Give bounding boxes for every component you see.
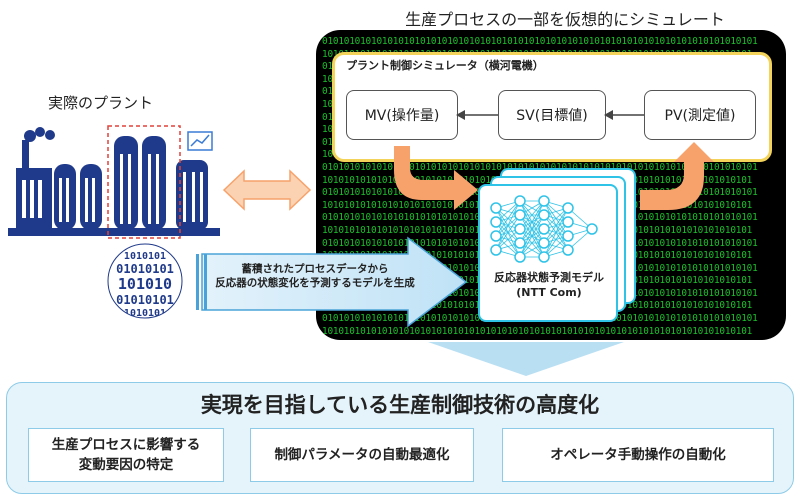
down-chevron-icon bbox=[428, 342, 624, 376]
nn-node bbox=[562, 244, 574, 256]
nn-node bbox=[562, 202, 574, 214]
process-text-line2: 反応器の状態変化を予測するモデルを生成 bbox=[215, 277, 415, 289]
goal-item-line2: 変動要因の特定 bbox=[78, 457, 174, 473]
nn-node bbox=[490, 216, 502, 228]
chimney bbox=[22, 140, 29, 168]
bidirectional-arrow bbox=[222, 169, 312, 211]
globe-binary-row: 01010101 bbox=[116, 293, 174, 307]
nn-node bbox=[562, 216, 574, 228]
nn-node bbox=[538, 237, 550, 249]
nn-node bbox=[538, 195, 550, 207]
nn-node bbox=[514, 223, 526, 235]
nn-node bbox=[514, 209, 526, 221]
nn-node bbox=[490, 230, 502, 242]
simulation-heading: 生産プロセスの一部を仮想的にシミュレート bbox=[405, 10, 725, 29]
nn-node bbox=[538, 251, 550, 263]
neural-network-icon bbox=[490, 195, 598, 263]
nn-node bbox=[490, 202, 502, 214]
plant-label: 実際のプラント bbox=[48, 94, 154, 112]
nn-node bbox=[514, 251, 526, 263]
nn-node bbox=[490, 244, 502, 256]
nn-node bbox=[538, 223, 550, 235]
goal-item-operation-automation: オペレータ手動操作の自動化 bbox=[502, 428, 774, 482]
highlight-frame bbox=[107, 125, 181, 239]
pv-box: PV(測定値) bbox=[644, 90, 756, 140]
goal-item-line1: 生産プロセスに影響する bbox=[51, 437, 201, 453]
goal-title: 実現を目指している生産制御技術の高度化 bbox=[200, 393, 600, 417]
process-arrow-text: 蓄積されたプロセスデータから 反応器の状態変化を予測するモデルを生成 bbox=[215, 262, 415, 290]
globe-binary-row: 1010101 bbox=[124, 251, 166, 262]
nn-node bbox=[538, 209, 550, 221]
model-to-pv-arrow bbox=[640, 142, 714, 210]
process-text-line1: 蓄積されたプロセスデータから bbox=[241, 263, 389, 275]
globe-binary-row: 101010 bbox=[118, 275, 172, 293]
process-data-arrow bbox=[196, 236, 468, 328]
pv-to-sv-arrow bbox=[604, 110, 644, 120]
mv-box: MV(操作量) bbox=[346, 90, 458, 140]
model-label: 反応器状態予測モデル (NTT Com) bbox=[474, 270, 624, 300]
sv-to-mv-arrow bbox=[456, 110, 498, 120]
nn-node bbox=[562, 230, 574, 242]
model-label-line1: 反応器状態予測モデル bbox=[494, 271, 604, 284]
goal-item-variation-factors: 生産プロセスに影響する 変動要因の特定 bbox=[28, 428, 224, 482]
plant-illustration bbox=[8, 125, 220, 239]
nn-node bbox=[514, 237, 526, 249]
globe-binary-row: 1010101 bbox=[124, 308, 166, 319]
goal-item-line1: 制御パラメータの自動最適化 bbox=[274, 447, 450, 463]
trend-chart-icon bbox=[187, 131, 213, 151]
goal-item-line1: オペレータ手動操作の自動化 bbox=[550, 447, 726, 463]
simulator-title: プラント制御シミュレータ（横河電機） bbox=[346, 59, 544, 72]
goal-item-parameter-optimization: 制御パラメータの自動最適化 bbox=[250, 428, 474, 482]
model-label-line2: (NTT Com) bbox=[516, 286, 582, 299]
mv-to-model-arrow bbox=[394, 146, 478, 210]
sv-box: SV(目標値) bbox=[498, 90, 606, 140]
globe-binary-row: 01010101 bbox=[116, 262, 174, 276]
nn-node bbox=[514, 195, 526, 207]
nn-node bbox=[586, 223, 598, 235]
smoke-puff bbox=[24, 130, 36, 142]
